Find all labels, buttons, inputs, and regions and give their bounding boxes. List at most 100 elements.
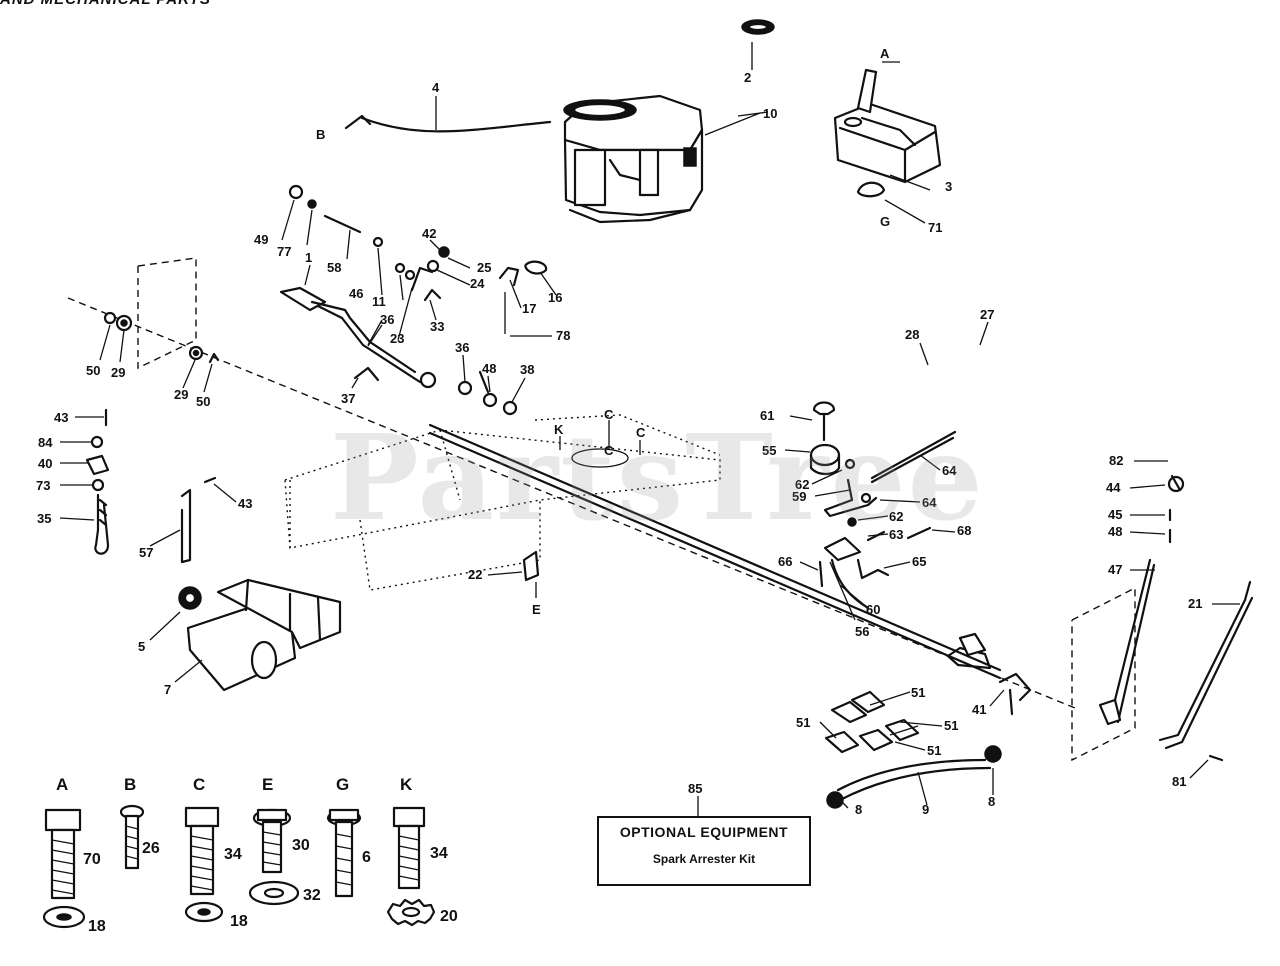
callout: 42: [422, 226, 436, 241]
callout: 51: [796, 715, 810, 730]
callout: K: [554, 422, 564, 437]
callout: 64: [922, 495, 937, 510]
callout: 49: [254, 232, 268, 247]
callout: 73: [36, 478, 50, 493]
callout: 35: [37, 511, 51, 526]
pedal-linkage: [279, 286, 518, 416]
callout: 71: [928, 220, 942, 235]
callout: 66: [778, 554, 792, 569]
fasteners-50-29: [103, 311, 220, 364]
callout: 1: [305, 250, 312, 265]
callout: 27: [980, 307, 994, 322]
callout: 8: [988, 794, 995, 809]
callout: E: [532, 602, 541, 617]
callout: 40: [38, 456, 52, 471]
brake-pads-hose: [824, 690, 1002, 809]
page-header-fragment: AND MECHANICAL PARTS: [0, 0, 211, 8]
callout: 48: [1108, 524, 1122, 539]
right-levers: [946, 474, 1254, 762]
callout: 10: [763, 106, 777, 121]
hardware-letter: B: [124, 775, 136, 794]
callout: 55: [762, 443, 776, 458]
callout-labels: 2 10 4 B A 3 G 71 49 77 58 42 25 24 46 1…: [36, 46, 1202, 817]
hardware-letter: C: [193, 775, 205, 794]
callout: 68: [957, 523, 971, 538]
bracket-22: [522, 550, 540, 582]
callout: 48: [482, 361, 496, 376]
callout: 77: [277, 244, 291, 259]
hardware-key: A 70 18 B 26 C 34 18 E 30 32: [42, 775, 458, 935]
cross-shaft: [428, 423, 1002, 672]
leader-lines: [59, 42, 1240, 816]
callout: 29: [111, 365, 125, 380]
callout: 46: [349, 286, 363, 301]
callout: 29: [174, 387, 188, 402]
callout: 61: [760, 408, 774, 423]
hardware-letter: K: [400, 775, 413, 794]
center-linkage: [809, 401, 957, 610]
callout: 22: [468, 567, 482, 582]
callout: 50: [196, 394, 210, 409]
callout: 82: [1109, 453, 1123, 468]
shaft-centerline: [67, 297, 1076, 709]
hardware-bolt-ref: 30: [292, 837, 310, 854]
callout: 44: [1106, 480, 1121, 495]
callout: C: [604, 443, 614, 458]
callout: 33: [430, 319, 444, 334]
hardware-letter: A: [56, 775, 68, 794]
hardware-letter: E: [262, 775, 273, 794]
callout: 78: [556, 328, 570, 343]
callout: B: [316, 127, 325, 142]
callout: 57: [139, 545, 153, 560]
optional-equipment-ref: 85: [688, 781, 703, 796]
hardware-bolt-ref: 34: [224, 846, 242, 863]
hardware-washer-ref: 18: [230, 913, 248, 930]
callout: 62: [889, 509, 903, 524]
callout: 51: [927, 743, 941, 758]
callout: G: [880, 214, 890, 229]
callout: 45: [1108, 507, 1122, 522]
left-parts: [85, 408, 217, 564]
frame-chassis: [284, 414, 721, 591]
callout: 3: [945, 179, 952, 194]
callout: 8: [855, 802, 862, 817]
callout: 41: [972, 702, 986, 717]
callout: 38: [520, 362, 534, 377]
callout: 17: [522, 301, 536, 316]
callout: A: [880, 46, 890, 61]
callout: 21: [1188, 596, 1202, 611]
hardware-washer-ref: 18: [88, 918, 106, 935]
muffler-3: [833, 68, 942, 184]
hardware-bolt-ref: 34: [430, 845, 448, 862]
hardware-bolt-ref: 6: [362, 849, 371, 866]
callout: 84: [38, 435, 53, 450]
hardware-washer-ref: 32: [303, 887, 321, 904]
callout: 16: [548, 290, 562, 305]
engine-10: [563, 94, 704, 224]
right-panel-outline: [1071, 586, 1136, 762]
upper-linkage-parts: [288, 184, 548, 334]
optional-equipment-title: OPTIONAL EQUIPMENT: [619, 824, 789, 840]
callout: 36: [455, 340, 469, 355]
callout: 47: [1108, 562, 1122, 577]
hardware-washer-ref: 20: [440, 908, 458, 925]
callout: 7: [164, 682, 171, 697]
seal-2: [741, 19, 775, 35]
callout: C: [636, 425, 646, 440]
callout: 50: [86, 363, 100, 378]
callout: 51: [944, 718, 958, 733]
callout: 58: [327, 260, 341, 275]
hardware-bolt-ref: 70: [83, 851, 101, 868]
watermark: PartsTree: [330, 408, 985, 547]
callout: 59: [792, 489, 806, 504]
callout: 65: [912, 554, 926, 569]
seat-assembly: [178, 578, 342, 692]
callout: 56: [855, 624, 869, 639]
callout: 51: [911, 685, 925, 700]
hardware-bolt-ref: 26: [142, 840, 160, 857]
callout: 23: [390, 331, 404, 346]
callout: C: [604, 407, 614, 422]
callout: 24: [470, 276, 485, 291]
callout: 62: [795, 477, 809, 492]
